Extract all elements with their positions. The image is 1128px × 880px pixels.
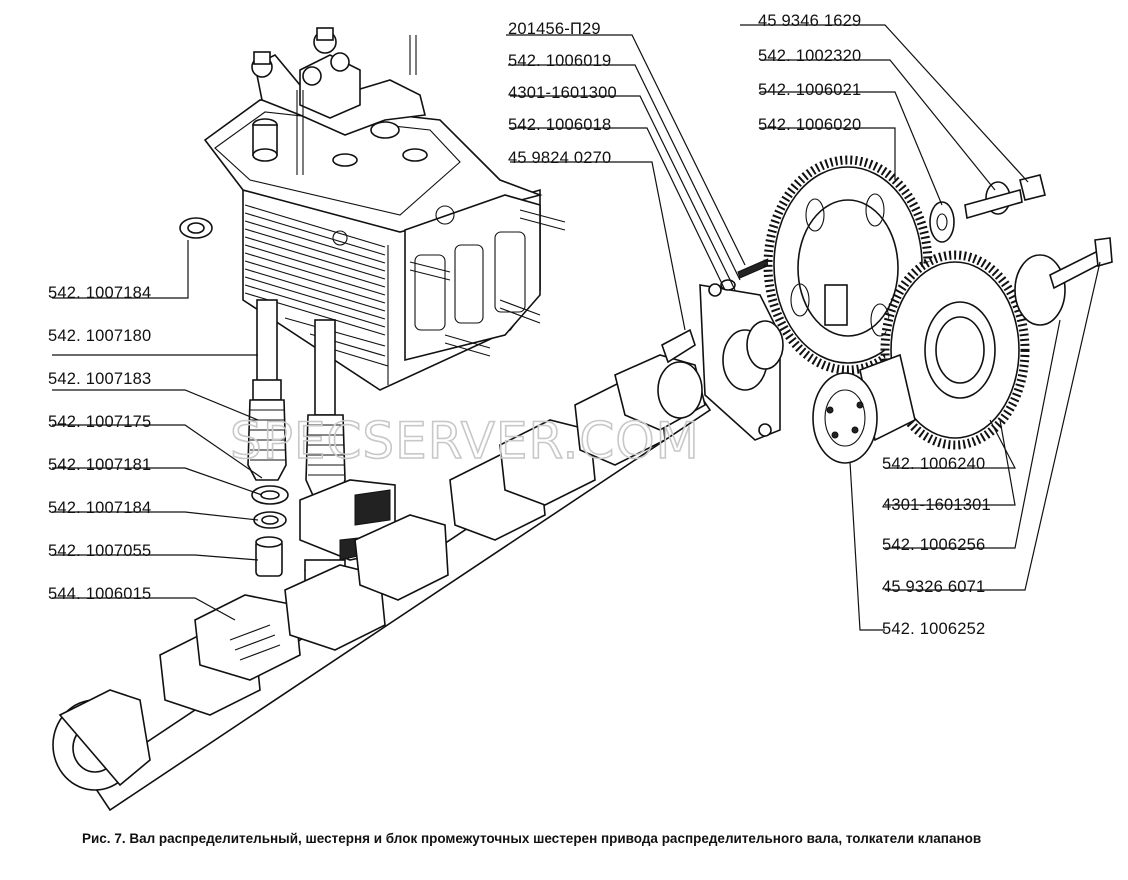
figure-caption: Рис. 7. Вал распределительный, шестерня … xyxy=(82,831,981,846)
label-542-1006256: 542. 1006256 xyxy=(882,536,985,554)
camshaft xyxy=(52,354,712,812)
pushrods xyxy=(247,299,346,501)
woodruff-key xyxy=(661,328,696,364)
labels-right-top: 45 9346 1629 542. 1002320 542. 1006021 5… xyxy=(758,12,861,134)
watermark: SPECSERVER.COM xyxy=(230,412,700,470)
labels-left: 542. 1007184 542. 1007180 542. 1007183 5… xyxy=(48,284,151,603)
label-542-1007184-upper: 542. 1007184 xyxy=(48,284,151,302)
label-45-9326-6071: 45 9326 6071 xyxy=(882,578,985,596)
labels-top: 201456-П29 542. 1006019 4301-1601300 542… xyxy=(508,20,617,167)
label-4301-1601301: 4301-1601301 xyxy=(882,496,991,514)
label-45-9824-0270: 45 9824 0270 xyxy=(508,149,611,167)
label-542-1007055: 542. 1007055 xyxy=(48,542,151,560)
label-542-1006240: 542. 1006240 xyxy=(882,455,985,473)
label-4301-1601300: 4301-1601300 xyxy=(508,84,617,102)
label-542-1007180: 542. 1007180 xyxy=(48,327,151,345)
label-542-1007183: 542. 1007183 xyxy=(48,370,151,388)
label-542-1002320: 542. 1002320 xyxy=(758,47,861,65)
leader-lines xyxy=(52,24,1101,631)
label-542-1006252: 542. 1006252 xyxy=(882,620,985,638)
label-542-1006019: 542. 1006019 xyxy=(508,52,611,70)
label-201456-p29: 201456-П29 xyxy=(508,20,601,38)
label-542-1007175: 542. 1007175 xyxy=(48,413,151,431)
axle-and-bolt xyxy=(1014,237,1113,326)
label-542-1007181: 542. 1007181 xyxy=(48,456,151,474)
intermediate-gear xyxy=(812,250,1030,464)
label-45-9346-1629: 45 9346 1629 xyxy=(758,12,861,30)
seal-rings xyxy=(179,217,289,577)
labels-right-bottom: 542. 1006240 4301-1601301 542. 1006256 4… xyxy=(882,455,991,638)
label-542-1006018: 542. 1006018 xyxy=(508,116,611,134)
thrust-flange xyxy=(699,279,784,441)
gear-washer-bolt xyxy=(929,174,1046,243)
label-542-1006020: 542. 1006020 xyxy=(758,116,861,134)
label-544-1006015: 544. 1006015 xyxy=(48,585,151,603)
label-542-1007184-lower: 542. 1007184 xyxy=(48,499,151,517)
label-542-1006021: 542. 1006021 xyxy=(758,81,861,99)
